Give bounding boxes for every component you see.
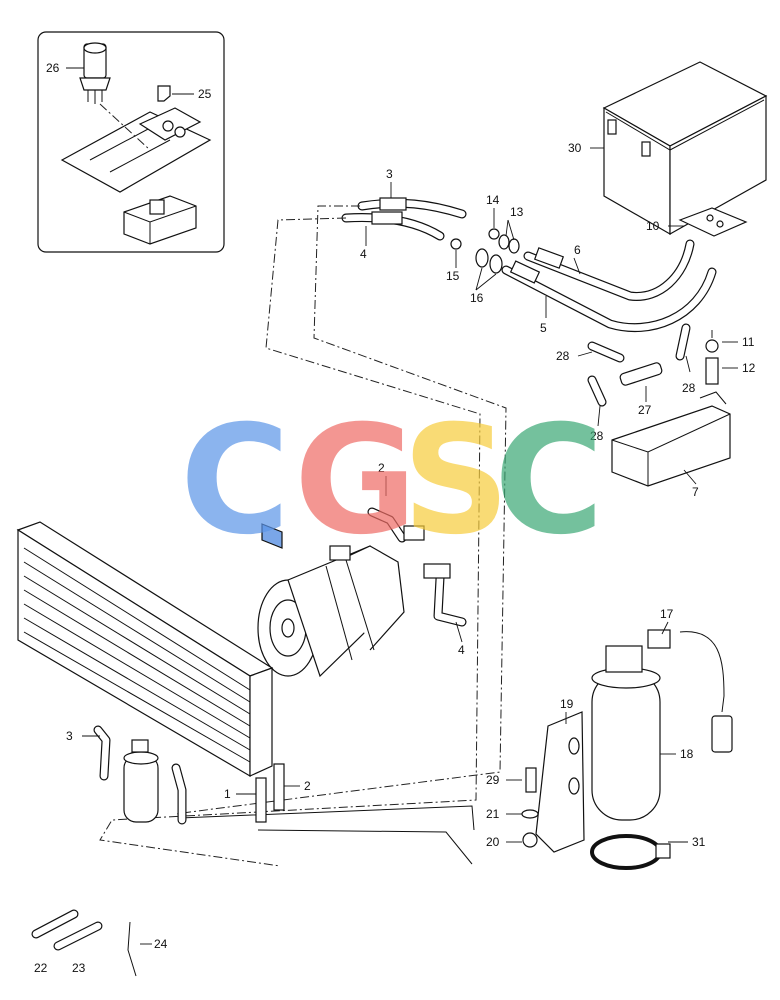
callout-7: 7 [692, 485, 699, 499]
tray-part [611, 391, 731, 487]
small-receiver-part [123, 739, 159, 823]
callout-10: 10 [646, 219, 660, 233]
callout-22: 22 [34, 961, 48, 975]
hose-clamp-part [590, 834, 671, 870]
hoses-27-28 [587, 323, 691, 407]
callout-19: 19 [560, 697, 574, 711]
callout-16: 16 [470, 291, 484, 305]
callout-25: 25 [198, 87, 212, 101]
watermark-letter-2: G [294, 394, 417, 568]
callout-14: 14 [486, 193, 500, 207]
callout-31: 31 [692, 835, 706, 849]
hose-4-top [341, 211, 445, 241]
callout-20: 20 [486, 835, 500, 849]
callout-4: 4 [360, 247, 367, 261]
hose-1-2-bottom [171, 763, 285, 825]
callout-21: 21 [486, 807, 500, 821]
callout-29: 29 [486, 773, 500, 787]
mounting-bracket-part [535, 711, 585, 853]
callout-labels: 1 2 2 3 3 4 4 5 6 7 10 11 12 13 14 15 16… [34, 61, 756, 975]
callout-3: 3 [386, 167, 393, 181]
callout-12: 12 [742, 361, 756, 375]
hose-5 [501, 260, 717, 333]
routing-line-c [257, 829, 473, 865]
hose-6 [523, 239, 695, 301]
compressor-part [257, 523, 405, 678]
callout-15: 15 [446, 269, 460, 283]
switch-knob-part [79, 42, 111, 104]
callout-5: 5 [540, 321, 547, 335]
callout-23: 23 [72, 961, 86, 975]
clip-part [157, 85, 171, 102]
callout-4b: 4 [458, 643, 465, 657]
fittings-13-16 [450, 228, 520, 274]
callout-27: 27 [638, 403, 652, 417]
hose-2-mid [367, 507, 425, 543]
bolt-nut-washer-part [521, 767, 539, 848]
switch-block-part [123, 195, 197, 245]
hose-3-bottom [93, 725, 111, 781]
condenser-part [16, 521, 274, 778]
routing-line-a [175, 205, 507, 815]
hose-4-mid [423, 563, 467, 627]
sleeves-22-23 [31, 909, 103, 951]
receiver-dryer-part [591, 645, 661, 821]
callout-17: 17 [660, 607, 674, 621]
callout-24: 24 [154, 937, 168, 951]
hose-3-top [357, 197, 467, 219]
pressure-switch-part [647, 629, 733, 753]
inset-panel [37, 31, 225, 253]
watermark: C G S C [180, 394, 604, 568]
cable-tie-part [127, 921, 137, 977]
callout-11: 11 [742, 335, 755, 349]
callout-28b: 28 [682, 381, 696, 395]
callout-6: 6 [574, 243, 581, 257]
watermark-letter-1: C [180, 394, 290, 568]
callout-1: 1 [224, 787, 231, 801]
routing-line-b [99, 217, 481, 867]
callout-26: 26 [46, 61, 60, 75]
callout-3b: 3 [66, 729, 73, 743]
callout-28c: 28 [590, 429, 604, 443]
battery-box-part [602, 61, 768, 236]
leader-lines [66, 67, 738, 945]
callout-13: 13 [510, 205, 524, 219]
watermark-letter-4: C [494, 394, 604, 568]
routing-line-d [179, 805, 475, 831]
mounting-plate-part [60, 107, 212, 193]
support-plate-part [678, 207, 748, 237]
callout-28a: 28 [556, 349, 570, 363]
callout-2: 2 [378, 461, 385, 475]
callout-30: 30 [568, 141, 582, 155]
watermark-letter-3: S [402, 394, 510, 568]
callout-18: 18 [680, 747, 694, 761]
bolt-11-12 [705, 330, 719, 385]
callout-2b: 2 [304, 779, 311, 793]
